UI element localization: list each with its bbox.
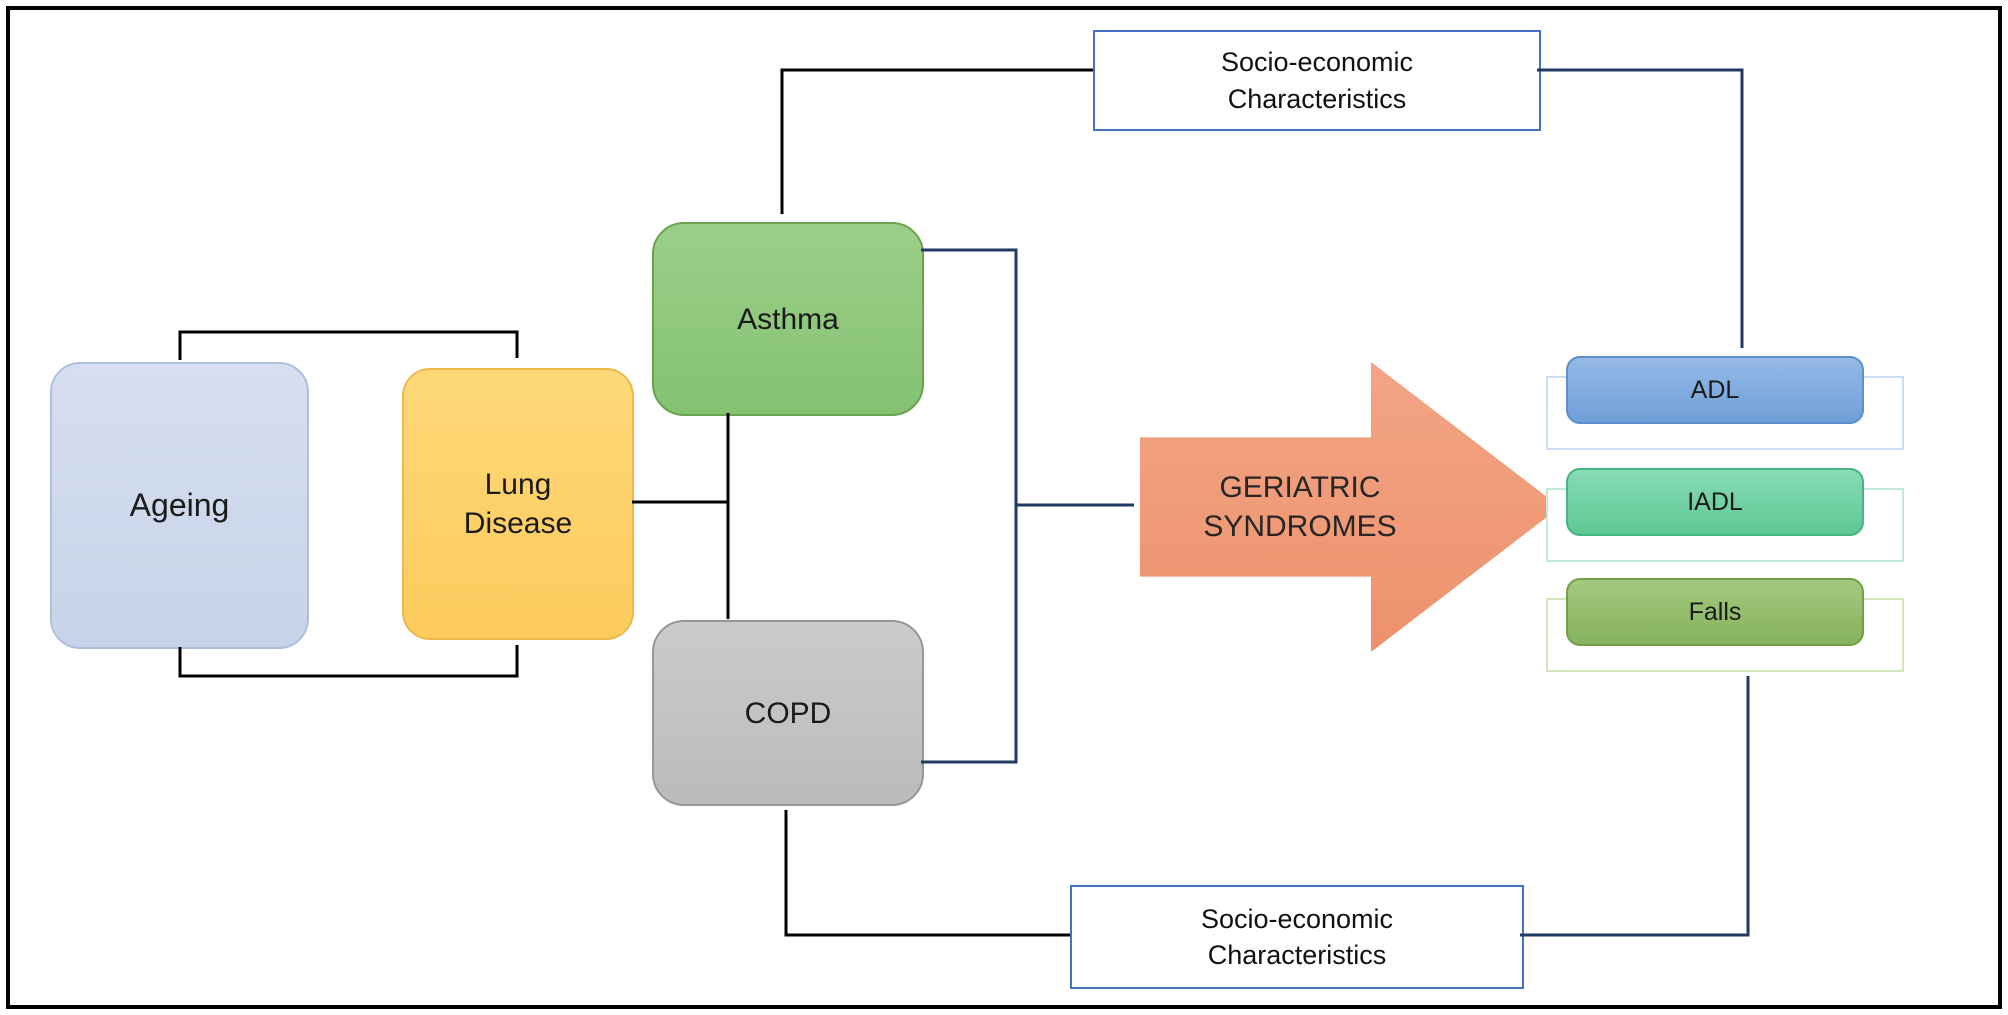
node-asthma-label: Asthma [737,302,839,336]
node-copd-label: COPD [744,696,832,730]
outcome-adl-label: ADL [1690,375,1740,404]
node-copd: COPD [652,620,924,806]
socio-economic-top-box: Socio-economic Characteristics [1093,30,1541,131]
outcome-iadl: IADL [1566,468,1864,536]
node-lung-disease-label: Lung Disease [463,468,573,540]
outcome-falls-label: Falls [1688,597,1742,626]
socio-economic-top-label: Socio-economic Characteristics [1220,47,1414,114]
outer-border [6,6,2002,1009]
node-ageing-label: Ageing [129,486,230,523]
outcome-falls: Falls [1566,578,1864,646]
node-asthma: Asthma [652,222,924,416]
socio-economic-bottom-label: Socio-economic Characteristics [1200,903,1394,970]
geriatric-syndromes-label: GERIATRIC SYNDROMES [1203,471,1397,543]
node-ageing: Ageing [50,362,309,649]
outcome-iadl-label: IADL [1687,487,1743,516]
node-lung-disease: Lung Disease [402,368,634,640]
outcome-adl: ADL [1566,356,1864,424]
socio-economic-bottom-box: Socio-economic Characteristics [1070,885,1524,989]
